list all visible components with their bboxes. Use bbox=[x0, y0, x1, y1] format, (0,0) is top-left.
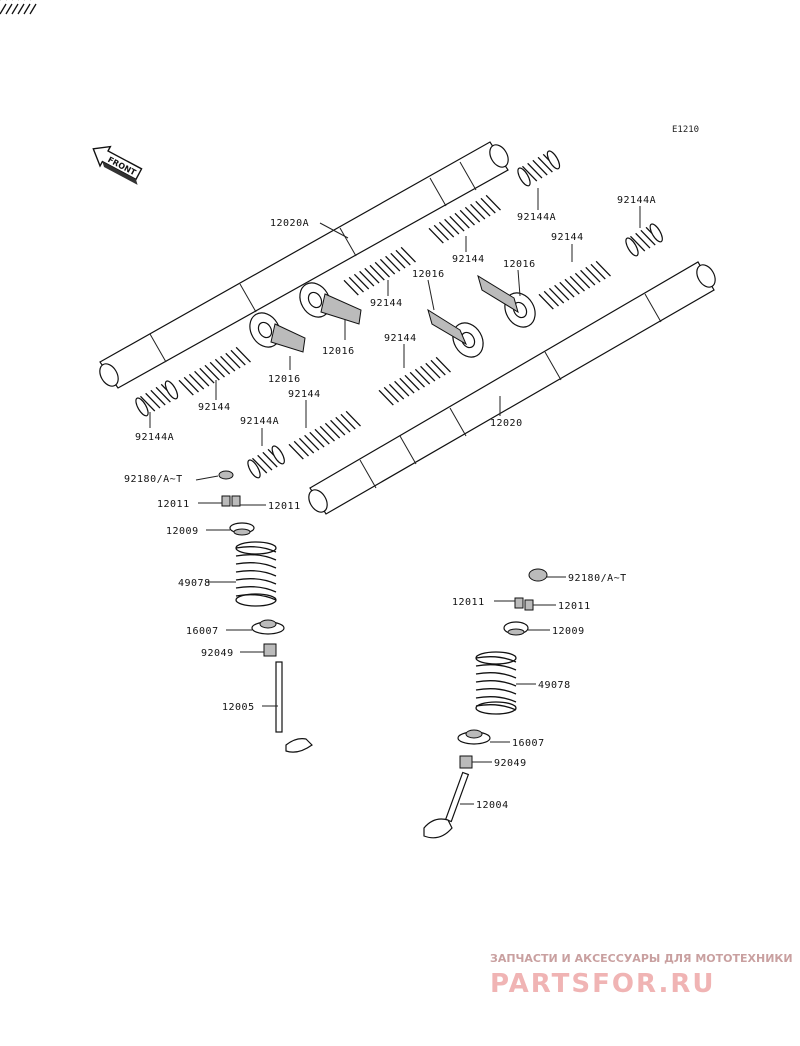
spring-92144-left[interactable] bbox=[178, 345, 251, 398]
label-92144-lower-mid: 92144 bbox=[384, 333, 417, 344]
label-92049-left: 92049 bbox=[201, 648, 234, 659]
spring-seat-right[interactable] bbox=[457, 729, 491, 745]
valve-spring-left[interactable] bbox=[235, 541, 277, 607]
valve-spring-right[interactable] bbox=[475, 651, 517, 715]
label-92144-lower-left: 92144 bbox=[288, 389, 321, 400]
label-16007-left: 16007 bbox=[186, 626, 219, 637]
label-12016-b: 12016 bbox=[503, 259, 536, 270]
rocker-shaft-lower[interactable] bbox=[305, 261, 719, 516]
spring-92144a-left[interactable] bbox=[134, 379, 180, 417]
cotters-left[interactable] bbox=[221, 495, 241, 507]
spring-92144-lower-mid[interactable] bbox=[378, 355, 451, 408]
label-92180-right: 92180/A~T bbox=[568, 573, 627, 584]
retainer-left[interactable] bbox=[229, 522, 255, 536]
stem-seal-left[interactable] bbox=[263, 643, 277, 657]
label-12020a: 12020A bbox=[270, 218, 309, 229]
label-16007-right: 16007 bbox=[512, 738, 545, 749]
label-12005: 12005 bbox=[222, 702, 255, 713]
stem-seal-right[interactable] bbox=[459, 755, 473, 769]
valve-right[interactable] bbox=[423, 771, 470, 839]
labels: 12020A 92144A 92144A 92144 92144 92144 1… bbox=[124, 188, 656, 811]
label-12011-right-a: 12011 bbox=[452, 597, 485, 608]
diagram-ref: E1210 bbox=[672, 125, 699, 135]
rocker-shaft-upper[interactable] bbox=[96, 141, 512, 390]
label-92144-upper-mid: 92144 bbox=[370, 298, 403, 309]
label-12016-a: 12016 bbox=[412, 269, 445, 280]
rocker-arm-4[interactable] bbox=[477, 274, 541, 333]
front-arrow-icon: FRONT bbox=[92, 145, 143, 185]
shim-left[interactable] bbox=[218, 470, 234, 480]
spring-92144a-far-right[interactable] bbox=[624, 222, 665, 257]
label-92180-left: 92180/A~T bbox=[124, 474, 183, 485]
rocker-arm-2[interactable] bbox=[294, 277, 362, 325]
label-12011-left-b: 12011 bbox=[268, 501, 301, 512]
valve-assembly-left bbox=[218, 470, 313, 753]
valve-left[interactable] bbox=[275, 661, 313, 753]
label-12020: 12020 bbox=[490, 418, 523, 429]
cotters-right[interactable] bbox=[514, 597, 534, 611]
spring-92144-top[interactable] bbox=[428, 193, 501, 246]
spring-92144a-top-right[interactable] bbox=[516, 149, 562, 187]
spring-92144a-center[interactable] bbox=[246, 444, 287, 479]
valve-assembly-right bbox=[423, 568, 548, 839]
label-92144-left: 92144 bbox=[198, 402, 231, 413]
spring-92144-right[interactable] bbox=[538, 259, 611, 312]
label-49078-right: 49078 bbox=[538, 680, 571, 691]
label-92144a-center: 92144A bbox=[240, 416, 279, 427]
spring-seat-left[interactable] bbox=[251, 619, 285, 635]
label-92144a-left: 92144A bbox=[135, 432, 174, 443]
spring-92144a-1[interactable] bbox=[0, 0, 37, 15]
rocker-arm-3[interactable] bbox=[427, 308, 489, 363]
label-12011-left-a: 12011 bbox=[157, 499, 190, 510]
label-92144a-right: 92144A bbox=[617, 195, 656, 206]
label-12004: 12004 bbox=[476, 800, 509, 811]
label-92049-right: 92049 bbox=[494, 758, 527, 769]
watermark-tagline: ЗАПЧАСТИ И АКСЕССУАРЫ ДЛЯ МОТОТЕХНИКИ bbox=[490, 952, 793, 965]
label-12011-right-b: 12011 bbox=[558, 601, 591, 612]
watermark-brand: PARTSFOR.RU bbox=[490, 969, 715, 999]
label-12016-c: 12016 bbox=[322, 346, 355, 357]
label-92144-right: 92144 bbox=[551, 232, 584, 243]
label-12009-left: 12009 bbox=[166, 526, 199, 537]
shim-right[interactable] bbox=[528, 568, 548, 582]
label-12009-right: 12009 bbox=[552, 626, 585, 637]
spring-92144-lower-left[interactable] bbox=[288, 409, 361, 462]
label-49078-left: 49078 bbox=[178, 578, 211, 589]
spring-92144-upper-mid[interactable] bbox=[343, 245, 416, 298]
label-92144-top: 92144 bbox=[452, 254, 485, 265]
watermark: ЗАПЧАСТИ И АКСЕССУАРЫ ДЛЯ МОТОТЕХНИКИ PA… bbox=[490, 952, 793, 999]
retainer-right[interactable] bbox=[503, 621, 529, 636]
label-12016-d: 12016 bbox=[268, 374, 301, 385]
rocker-arm-1[interactable] bbox=[244, 307, 306, 353]
label-92144a-top: 92144A bbox=[517, 212, 556, 223]
